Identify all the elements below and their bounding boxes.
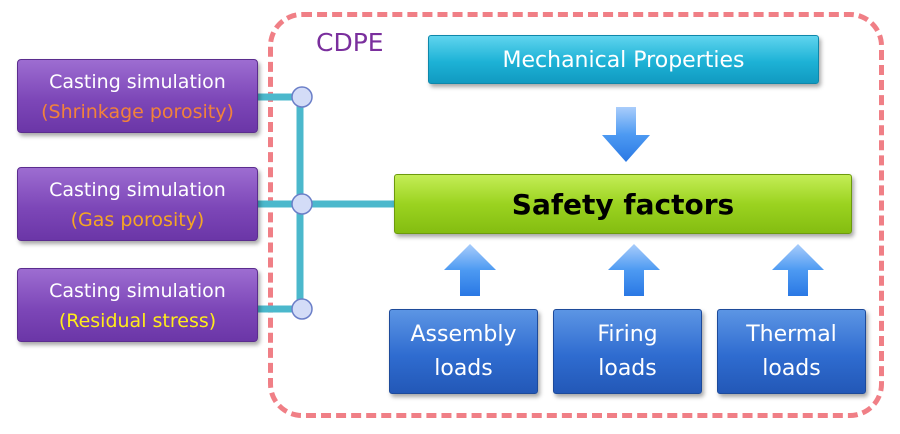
cdpe-boundary [268,12,884,418]
safety-factors-box: Safety factors [394,174,852,234]
simulation-subtitle: (Gas porosity) [70,209,205,231]
load-line-1: Assembly [410,321,517,347]
connector-lines [258,93,394,313]
simulation-shrinkage-box: Casting simulation (Shrinkage porosity) [17,59,258,133]
connector-node-3 [291,298,313,320]
connector-node-2 [291,193,313,215]
arrow-up-icon [444,244,496,296]
cdpe-label: CDPE [316,28,384,57]
mechanical-properties-box: Mechanical Properties [428,35,819,84]
load-line-2: loads [598,355,657,381]
assembly-loads-box: Assembly loads [389,309,538,394]
arrow-up-icon [772,244,824,296]
load-line-1: Firing [597,321,658,347]
load-line-2: loads [434,355,493,381]
simulation-gas-box: Casting simulation (Gas porosity) [17,167,258,241]
arrow-down-icon [602,107,650,162]
load-line-2: loads [762,355,821,381]
arrow-up-icon [608,244,660,296]
simulation-subtitle: (Shrinkage porosity) [41,101,234,123]
simulation-title: Casting simulation [49,280,226,302]
load-line-1: Thermal [746,321,837,347]
firing-loads-box: Firing loads [553,309,702,394]
connector-node-1 [291,86,313,108]
connector-nodes [291,86,313,320]
simulation-subtitle: (Residual stress) [58,310,217,332]
simulation-title: Casting simulation [49,179,226,201]
simulation-residual-box: Casting simulation (Residual stress) [17,268,258,342]
simulation-title: Casting simulation [49,71,226,93]
thermal-loads-box: Thermal loads [717,309,866,394]
